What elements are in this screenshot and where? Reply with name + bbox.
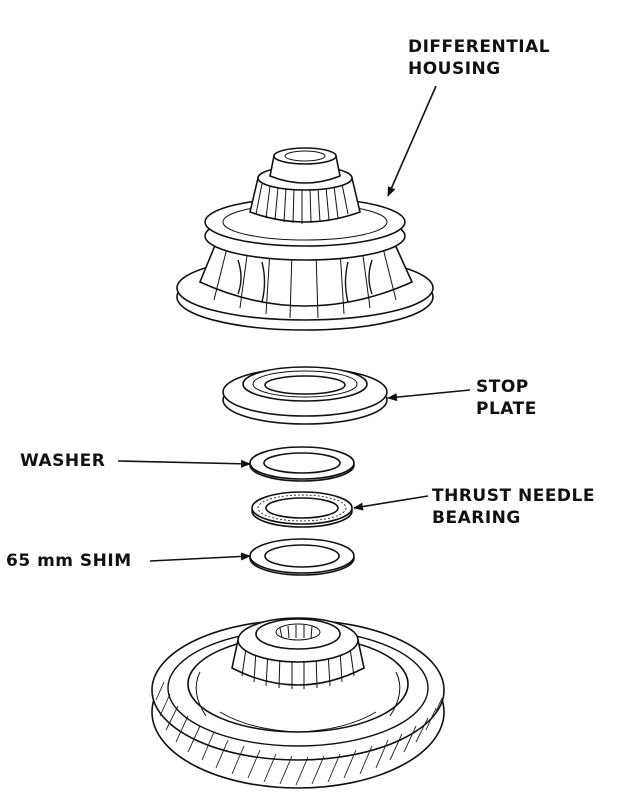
shim-part — [249, 538, 355, 576]
differential-housing-label-line2: HOUSING — [408, 59, 501, 79]
stop-plate-label-line1: STOP — [476, 377, 529, 397]
thrust-needle-bearing-arrow — [353, 495, 429, 511]
thrust-needle-bearing-label: THRUST NEEDLE BEARING — [432, 485, 595, 529]
stop-plate-arrow — [387, 389, 471, 402]
differential-housing-arrow — [387, 85, 437, 197]
differential-housing-label-line1: DIFFERENTIAL — [408, 37, 551, 57]
stop-plate-label: STOP PLATE — [476, 376, 537, 420]
thrust-needle-bearing-label-line1: THRUST NEEDLE — [432, 486, 595, 506]
differential-housing-label: DIFFERENTIAL HOUSING — [408, 36, 550, 80]
stop-plate-part — [222, 366, 388, 425]
ring-gear-part — [151, 617, 445, 789]
thrust-needle-bearing-label-line2: BEARING — [432, 508, 521, 528]
washer-arrow — [117, 459, 251, 468]
stop-plate-label-line2: PLATE — [476, 399, 537, 419]
differential-housing-part — [176, 147, 434, 331]
washer-label: WASHER — [20, 451, 106, 471]
thrust-needle-bearing-part — [251, 491, 353, 528]
washer-part — [249, 446, 355, 482]
shim-arrow — [149, 552, 251, 562]
shim-label: 65 mm SHIM — [6, 551, 132, 571]
